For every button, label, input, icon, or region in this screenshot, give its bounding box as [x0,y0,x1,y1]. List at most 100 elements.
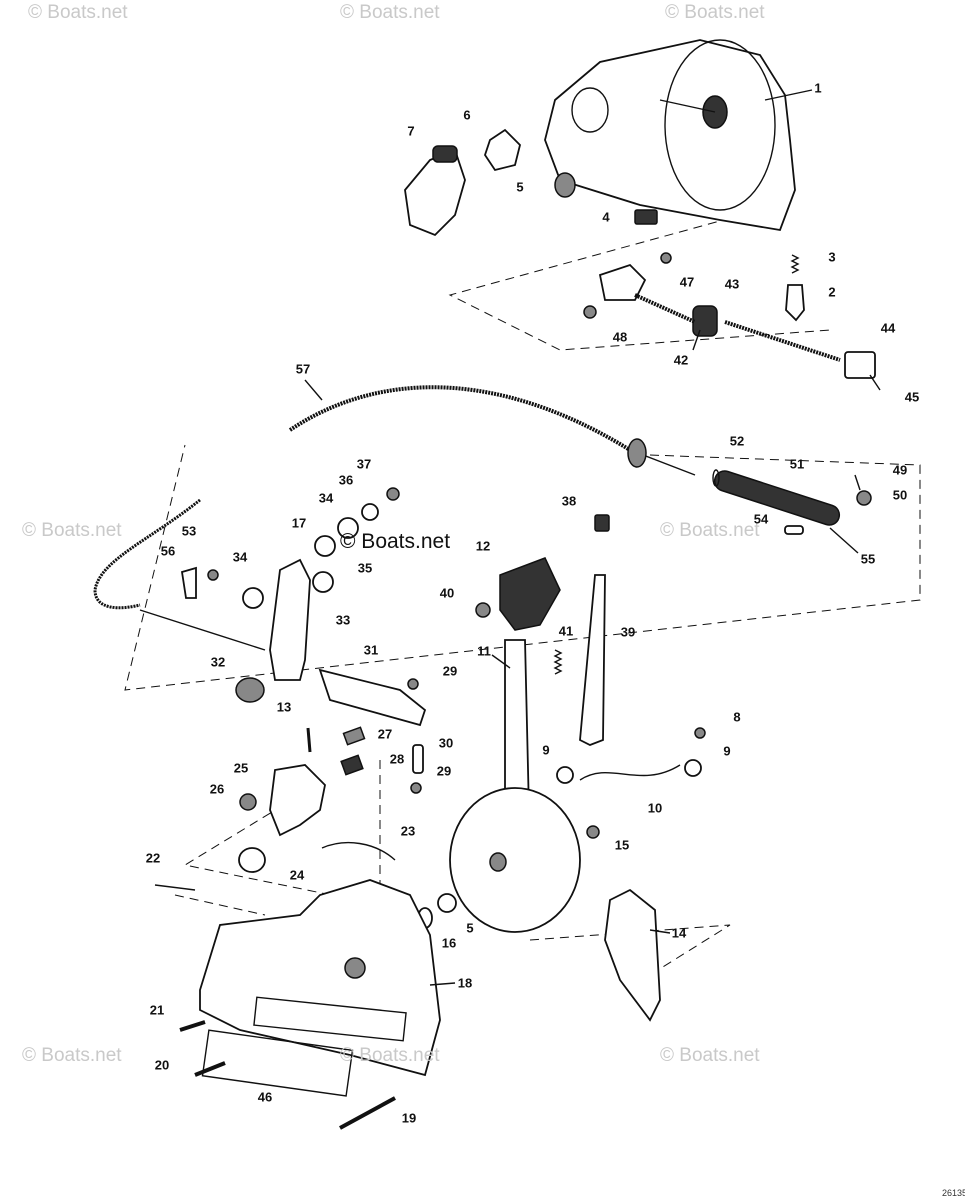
callout-23: 23 [400,823,416,839]
part-12-handle [499,557,561,631]
part-47-nut [660,252,672,264]
reference-number: 26135 [941,1188,965,1198]
part-46-decal [201,1029,354,1097]
part-38-block [594,514,610,532]
part-42-wire-a [634,293,696,324]
part-21-screw [179,1020,206,1032]
callout-30: 30 [438,735,454,751]
part-20-screw [194,1061,226,1077]
housing-part [544,39,796,232]
part-19-screw [339,1096,396,1130]
callout-1: 1 [814,80,822,96]
assembly-line-lower [183,760,381,906]
callout-31: 31 [363,642,379,658]
callout-24: 24 [289,867,305,883]
leader-11 [491,654,511,669]
part-8-screw [694,727,706,739]
callout-36: 36 [338,472,354,488]
callout-52: 52 [729,433,745,449]
callout-34-left: 34 [232,549,248,565]
part-5-bushing [554,172,576,198]
callout-2: 2 [828,284,836,300]
callout-40: 40 [439,585,455,601]
callout-29-upper: 29 [442,663,458,679]
part-17-bushing [314,535,336,557]
watermark-center: © Boats.net [340,530,451,553]
part-32-knob [235,677,265,703]
callout-5: 5 [516,179,524,195]
part-43-grommet [692,305,718,337]
callout-55: 55 [860,551,876,567]
part-33-lever [269,558,311,681]
watermark-top-center: © Boats.net [340,2,440,23]
part-15-screw [586,825,600,839]
leader-57 [304,379,323,401]
part-53-screw [207,569,219,581]
part-7-cam [404,148,466,237]
callout-46: 46 [257,1089,273,1105]
part-51-spring [713,470,841,526]
callout-12: 12 [475,538,491,554]
watermark-bottom-right: © Boats.net [660,1045,760,1066]
part-48-screw [583,305,597,319]
part-37-screw [386,487,400,501]
callout-15: 15 [614,837,630,853]
part-28-nut [340,754,364,776]
watermark-mid-left: © Boats.net [22,520,122,541]
callout-45: 45 [904,389,920,405]
callout-17: 17 [291,515,307,531]
part-57-cable [288,385,632,452]
part-4-block [634,209,658,225]
callout-35: 35 [357,560,373,576]
leader-55 [829,527,859,554]
switch-assembly [598,263,647,301]
assembly-line-decal [174,894,266,916]
callout-28: 28 [389,751,405,767]
callout-42: 42 [673,352,689,368]
callout-38: 38 [561,493,577,509]
part-9-washer-left [556,766,574,784]
part-2-fitting [785,284,805,322]
leader-42 [692,329,701,351]
part-13-screw [306,727,312,753]
callout-32: 32 [210,654,226,670]
callout-34-upper: 34 [318,490,334,506]
assembly-line-top [448,209,831,351]
callout-33: 33 [335,612,351,628]
part-49-pin [854,474,861,491]
assembly-line-middle [124,444,921,691]
callout-41: 41 [558,623,574,639]
callout-11: 11 [477,643,491,659]
part-29-screw-lower [410,782,422,794]
part-14-plate [604,888,661,1022]
callout-49: 49 [892,462,908,478]
callout-37: 37 [356,456,372,472]
callout-54: 54 [753,511,769,527]
watermark-bottom-left: © Boats.net [22,1045,122,1066]
cover-hub [344,957,366,979]
callout-48: 48 [612,329,628,345]
callout-8: 8 [733,709,741,725]
part-39-rod [579,574,606,746]
watermark-mid-right: © Boats.net [660,520,760,541]
callout-27: 27 [377,726,393,742]
callout-53: 53 [181,523,197,539]
callout-44: 44 [880,320,896,336]
leader-18 [429,982,456,986]
callout-19: 19 [401,1110,417,1126]
cable-end-rod [139,609,266,651]
part-44-connector [844,351,876,379]
part-52-ring [712,469,720,487]
callout-10: 10 [647,800,663,816]
callout-18: 18 [457,975,473,991]
part-34-washer-left [242,587,264,609]
leader-1 [764,89,813,101]
leader-45 [869,374,881,391]
part-30-spacer [412,744,424,774]
part-56-clip [180,566,197,599]
part-27-nut [342,726,366,746]
part-29-screw-upper [407,678,419,690]
part-10-wire [579,764,681,781]
part-22-clip [154,884,196,891]
